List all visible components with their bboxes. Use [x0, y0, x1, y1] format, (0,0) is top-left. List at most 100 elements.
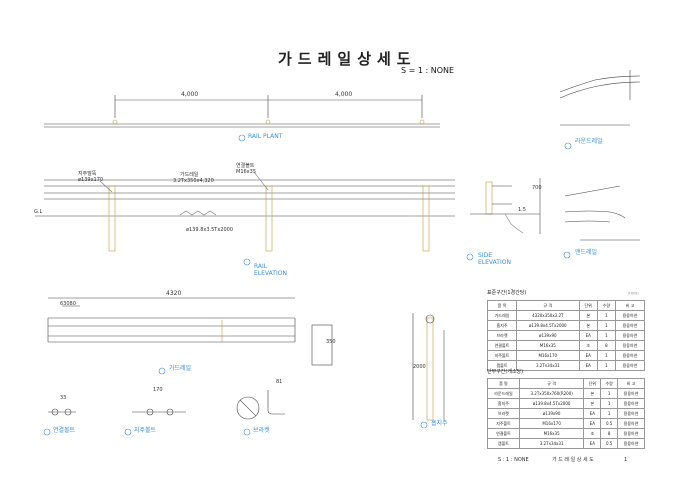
table-cell: ø139.8x4.5Tx2000 [518, 398, 585, 409]
connect-bolt-caption: 연결볼트 [53, 427, 76, 434]
table-cell: 용융아연 [617, 388, 645, 399]
rail-detail-view [47, 297, 333, 375]
table2-title: 단부구간(개소당) [487, 369, 524, 375]
table2-header: 비 고 [617, 378, 645, 389]
side-caption-2: ELEVATION [478, 259, 511, 266]
bracket-caption: 브라켓 [253, 427, 270, 434]
rail-detail-caption: 가드레일 [169, 365, 192, 372]
table-cell: 용융아연 [617, 398, 645, 409]
rail-plan-view [44, 95, 440, 142]
round-rail-view [559, 70, 641, 150]
table-cell: 흡지주 [487, 398, 520, 409]
table1-header: 비 고 [614, 300, 646, 311]
table-cell: 캡볼트 [487, 360, 517, 371]
ground-level-label: G.L [34, 209, 43, 215]
plan-span-1: 4,000 [181, 91, 199, 98]
connect-bolt-dim: 33 [60, 395, 67, 401]
post-bolt-caption: 지주볼트 [134, 427, 157, 434]
post-length-dim: 2000 [413, 364, 426, 370]
table-cell: 4320x350x3.2T [515, 310, 580, 321]
table-cell: 0.5 [600, 438, 619, 449]
bolt-callout: 연결볼트 [236, 163, 255, 169]
footer-page: 1 [624, 457, 628, 463]
table2-header: 규 격 [518, 378, 585, 389]
table-cell: 흡지주 [487, 320, 517, 331]
footer-scale: S : 1 : NONE [498, 457, 529, 463]
table-cell: 1 [600, 388, 619, 399]
post-bolt-dim: 170 [153, 387, 163, 393]
bracket-dim: 81 [276, 379, 283, 385]
table-cell: 용융아연 [614, 320, 646, 331]
table-cell: EA [578, 330, 598, 341]
scale-note: S = 1 : NONE [401, 66, 455, 75]
table-cell: 8 [596, 340, 616, 351]
side-elevation-view [466, 178, 541, 261]
rail-sub-dim: 63080 [60, 301, 76, 307]
table-cell: EA [578, 360, 598, 371]
table-cell: EA [583, 438, 602, 449]
post-caption: 흡지주 [431, 420, 448, 427]
end-rail-caption: 앤드레일 [575, 249, 598, 256]
side-caption-1: SIDE [478, 252, 492, 259]
table-cell: EA [583, 418, 602, 429]
rail-length-dim: 4320 [166, 290, 182, 297]
table-cell: 용융아연 [614, 340, 646, 351]
table-cell: 용융아연 [617, 418, 645, 429]
rail-callout-spec: 3.2Tx350x4,320 [173, 178, 214, 184]
table-cell: M16x35 [515, 340, 580, 351]
table-cell: EA [578, 350, 598, 361]
table-cell: 브라켓 [487, 408, 520, 419]
table-cell: 8 [600, 428, 619, 439]
table-cell: 가드레일 [487, 310, 517, 321]
table-cell: 1 [596, 350, 616, 361]
table-cell: 캡볼트 [487, 438, 520, 449]
plan-caption: RAIL PLANT [248, 133, 283, 140]
round-rail-caption: 라운드레일 [575, 138, 603, 145]
side-dim-horizontal: 1.5 [518, 207, 526, 213]
table1-unit: (1경간당) [628, 292, 639, 295]
table1-header: 품 목 [487, 300, 517, 311]
table1-title: 표준구간(1경간당) [487, 290, 527, 296]
table-cell: 용융아연 [614, 330, 646, 341]
table-cell: 본 [578, 320, 598, 331]
table-cell: 브라켓 [487, 330, 517, 341]
table2-header: 수량 [600, 378, 619, 389]
table-cell: 3.2Tx350x760(R200) [518, 388, 585, 399]
table-cell: 본 [578, 310, 598, 321]
table-cell: 1 [600, 398, 619, 409]
table-cell: 조 [583, 428, 602, 439]
table-cell: 본 [583, 388, 602, 399]
table-cell: M16x170 [515, 350, 580, 361]
post-callout: 지주말뚝 [78, 171, 97, 177]
table-cell: 용융아연 [614, 310, 646, 321]
table-cell: 1 [596, 320, 616, 331]
table-cell: ø139x90 [515, 330, 580, 341]
table1-header: 수량 [596, 300, 616, 311]
post-callout-spec: ø139x170 [78, 177, 104, 183]
table-cell: 1 [596, 360, 616, 371]
elevation-caption-2: ELEVATION [254, 270, 287, 277]
table-cell: 지주볼트 [487, 418, 520, 429]
table-cell: EA [583, 408, 602, 419]
table-cell: 1 [596, 330, 616, 341]
table-cell: 라운드레일 [487, 388, 520, 399]
table-cell: 용융아연 [617, 428, 645, 439]
small-parts [43, 390, 285, 436]
table2-header: 품 명 [487, 378, 520, 389]
rail-callout: 가드레일 [180, 172, 199, 178]
footer-title: 가 드 레 일 상 세 도 [552, 457, 594, 463]
table-cell: ø139.8x4.5Tx2000 [515, 320, 580, 331]
table-cell: 1 [596, 310, 616, 321]
table-cell: 연결볼트 [487, 428, 520, 439]
table-cell: 지주볼트 [487, 350, 517, 361]
table-cell: 용융아연 [617, 438, 645, 449]
bolt-callout-spec: M16x35 [236, 169, 256, 175]
